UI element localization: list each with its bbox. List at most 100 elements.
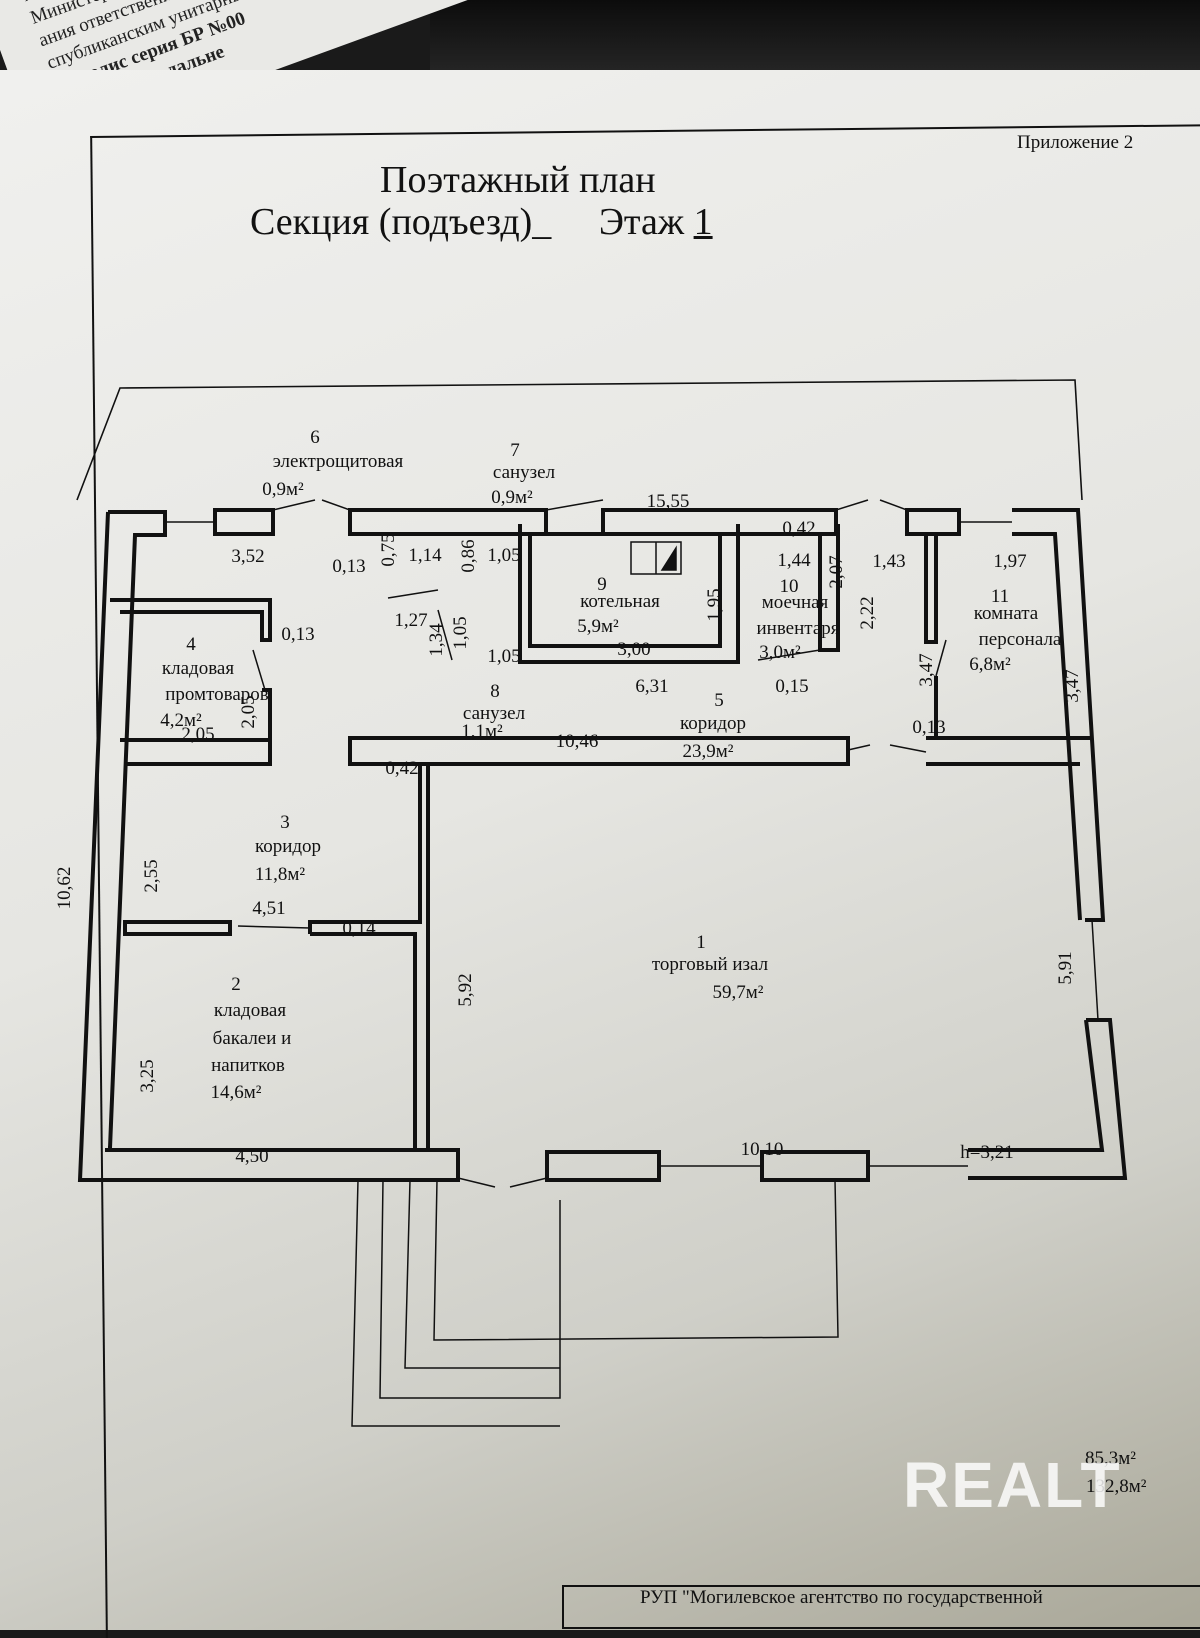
dim-room4-height: 2,05: [238, 695, 259, 728]
room-8-area: 1,1м²: [461, 721, 503, 742]
room-10-area: 3,0м²: [759, 642, 801, 663]
storage4-north-wall: [110, 598, 272, 642]
dim-room3-h: 2,55: [141, 859, 162, 892]
boiler-icon-fill: [660, 545, 677, 571]
wall-west-outer: [77, 511, 460, 1182]
room-2-area: 14,6м²: [211, 1082, 262, 1103]
room-6-name: электрощитовая: [273, 451, 404, 472]
dim-room2-h: 3,25: [137, 1059, 158, 1092]
door-leaf: [889, 744, 927, 753]
dimensions: 15,55 10,62 3,52 0,13 2,05 2,05 0,13 0,7…: [54, 491, 1083, 1167]
porch-platform: [433, 1179, 839, 1341]
dim-room9-w: 3,00: [617, 639, 650, 660]
total-area: 132,8м²: [1086, 1476, 1147, 1497]
room-4-name: промтоваров: [165, 684, 269, 705]
dim-room8-door: 1,27: [394, 610, 427, 631]
entrance-door-leaf: [457, 1177, 496, 1188]
dim-room2-w: 4,50: [235, 1146, 268, 1167]
room-6-area: 0,9м²: [262, 479, 304, 500]
wall-east-upper: [1012, 508, 1106, 922]
room-6-number: 6: [310, 427, 320, 448]
room-5-area: 23,9м²: [683, 741, 734, 762]
room-8-name: санузел: [463, 703, 526, 724]
door-leaf: [237, 925, 311, 929]
dim-overall-height: 10,62: [54, 867, 75, 910]
dim-room10-h1: 2,07: [826, 555, 847, 588]
room-labels: 1 торговый изал 59,7м² 2 кладовая бакале…: [160, 427, 1062, 1103]
room-11-area: 6,8м²: [969, 654, 1011, 675]
door-leaf: [879, 499, 908, 511]
dim-corridor-b: 10,46: [556, 731, 599, 752]
room-3-area: 11,8м²: [255, 864, 306, 885]
windows-doors: [165, 499, 1099, 1427]
dim-room11-h-left: 3,47: [916, 653, 937, 686]
dim-room7-h: 0,86: [458, 539, 479, 572]
room-7-area: 0,9м²: [491, 487, 533, 508]
room-1-number: 1: [696, 932, 706, 953]
room-10-number: 10: [780, 576, 799, 597]
room-1-area: 59,7м²: [713, 982, 764, 1003]
dim-room11-w: 1,97: [993, 551, 1026, 572]
dim-hall-h-left: 5,92: [455, 973, 476, 1006]
door-leaf: [252, 649, 266, 691]
room-10-name: инвентаря: [756, 618, 839, 639]
dim-room9-h: 1,95: [704, 588, 725, 621]
boiler-outer-walls: [518, 524, 740, 664]
room-8-number: 8: [490, 681, 500, 702]
dim-room6-w: 1,14: [408, 545, 442, 566]
porch-outline: [379, 1179, 561, 1399]
dim-room4-width: 2,05: [181, 724, 214, 745]
main-area-total: 85,3м²: [1085, 1448, 1136, 1469]
room-11-number: 11: [991, 586, 1009, 607]
dim-room3-w: 4,51: [252, 898, 285, 919]
door-leaf: [437, 609, 453, 661]
dim-room6-wall: 0,13: [332, 556, 365, 577]
room-4-number: 4: [186, 634, 196, 655]
staff-door-jamb: [924, 532, 938, 644]
appendix-label: Приложение 2: [1017, 132, 1134, 153]
wall-north-right: [905, 508, 961, 536]
walls: [77, 508, 1128, 1182]
floor-number: 1: [693, 201, 713, 243]
room-4-name: кладовая: [162, 658, 234, 679]
wall-east-lower-inner: [968, 1019, 1105, 1152]
room-2-name: кладовая: [214, 1000, 286, 1021]
dim-room4-wall: 0,13: [281, 624, 314, 645]
wall-west-inner: [108, 510, 167, 1150]
room-3-number: 3: [280, 812, 290, 833]
entrance-door-leaf: [509, 1177, 548, 1188]
dim-room8-w: 1,05: [487, 646, 520, 667]
dim-corridor-c: 1,43: [872, 551, 905, 572]
wall-south-1: [545, 1150, 661, 1182]
boiler-room-walls: [528, 532, 722, 648]
dim-room10-wall: 0,15: [775, 676, 808, 697]
porch-step: [351, 1179, 560, 1427]
dim-room3-wall: 0,14: [342, 918, 376, 939]
dim-corridor-a: 6,31: [635, 676, 668, 697]
floor-label: Этаж: [598, 201, 685, 243]
dim-hall-w: 10,10: [741, 1139, 784, 1160]
door-leaf: [545, 499, 604, 511]
page-title: Поэтажный план: [380, 159, 656, 201]
room-11-name: комната: [974, 603, 1039, 624]
section-floor-line: Секция (подъезд)_ Этаж 1: [250, 200, 713, 244]
floor-plan: 1 торговый изал 59,7м² 2 кладовая бакале…: [0, 0, 1200, 1600]
floor-plan-sheet: [0, 70, 1200, 1630]
room-7-name: санузел: [493, 462, 556, 483]
room-9-number: 9: [597, 574, 607, 595]
window-east: [1091, 919, 1099, 1021]
room-2-number: 2: [231, 974, 241, 995]
door-leaf: [757, 649, 821, 661]
room-5-name: коридор: [680, 713, 746, 734]
dim-room7-w: 1,05: [487, 545, 520, 566]
realt-watermark-logo: REALT: [903, 1449, 1122, 1521]
storage4-south-wall: [120, 738, 272, 766]
door-leaf: [935, 639, 947, 677]
dim-room8-h2: 1,05: [450, 616, 471, 649]
wall-north-mid: [348, 508, 548, 536]
room-2-name: напитков: [211, 1055, 285, 1076]
partition-corridor: [348, 736, 850, 766]
room-7-number: 7: [510, 440, 520, 461]
dim-room10-w: 1,44: [777, 550, 811, 571]
dim-overall-width: 15,55: [647, 491, 690, 512]
